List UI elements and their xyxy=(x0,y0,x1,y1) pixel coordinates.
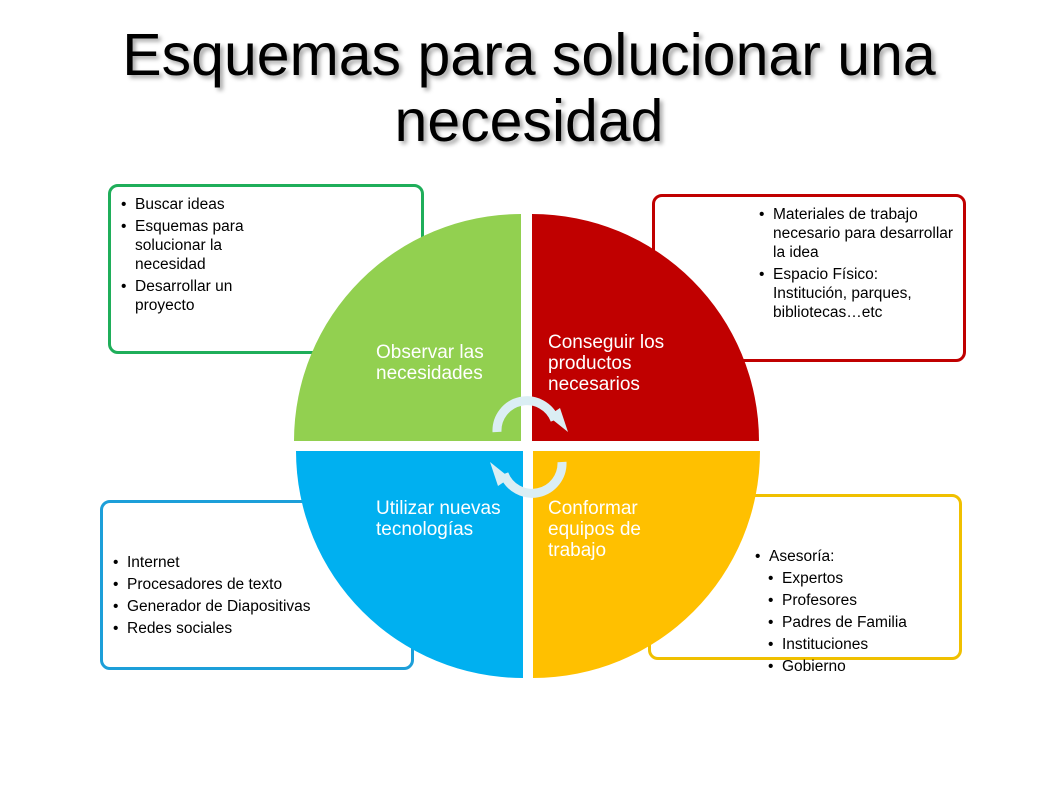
list-item: Generador de Diapositivas xyxy=(113,597,323,616)
list-item: Redes sociales xyxy=(113,619,323,638)
quadrant-observe xyxy=(294,214,521,441)
list-item: Desarrollar un proyecto xyxy=(121,277,281,315)
list-item: Espacio Físico: Institución, parques, bi… xyxy=(759,265,955,322)
quadrant-products xyxy=(532,214,759,441)
page-title: Esquemas para solucionar una necesidad xyxy=(122,22,936,154)
quadrant-label-observe: Observar las necesidades xyxy=(376,342,484,384)
list-item: Materiales de trabajo necesario para des… xyxy=(759,205,955,262)
quadrant-label-teams: Conformar equipos de trabajo xyxy=(548,498,641,561)
quadrant-technologies xyxy=(296,451,523,678)
quadrant-label-technologies: Utilizar nuevas tecnologías xyxy=(376,498,501,540)
quadrant-label-products: Conseguir los productos necesarios xyxy=(548,332,665,395)
list-heading: Asesoría: xyxy=(755,547,951,566)
list-item: Esquemas para solucionar la necesidad xyxy=(121,217,281,274)
list-item: Procesadores de texto xyxy=(113,575,323,594)
list-item: Profesores xyxy=(768,591,951,610)
list-item: Internet xyxy=(113,553,323,572)
list-item: Gobierno xyxy=(768,657,951,676)
list-item: Padres de Familia xyxy=(768,613,951,632)
quadrant-teams xyxy=(533,451,760,678)
list-item: Buscar ideas xyxy=(121,195,281,214)
list-item: Expertos xyxy=(768,569,951,588)
list-item: Instituciones xyxy=(768,635,951,654)
callout-box-products: Materiales de trabajo necesario para des… xyxy=(652,194,966,362)
cycle-arrow-icon xyxy=(490,396,568,498)
